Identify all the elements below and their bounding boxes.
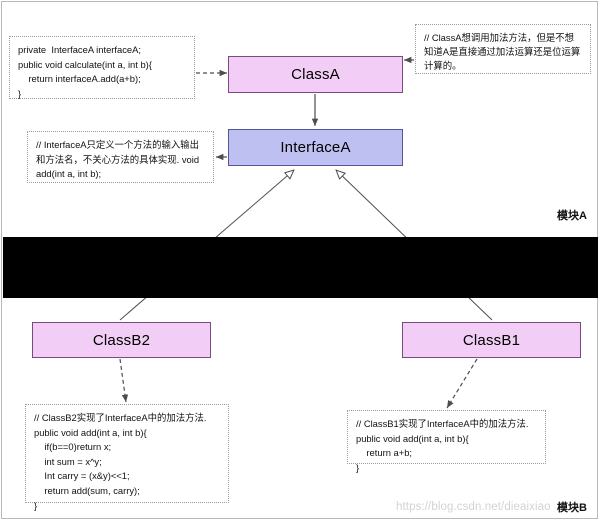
note-interfaceA-comment: // InterfaceA只定义一个方法的输入输出和方法名，不关心方法的具体实现…	[27, 131, 214, 183]
node-interfaceA-label: InterfaceA	[280, 139, 351, 156]
node-classB1-label: ClassB1	[462, 331, 521, 349]
note-classA-comment: // ClassA想调用加法方法，但是不想知道A是直接通过加法运算还是位运算计算…	[415, 24, 591, 74]
node-classB2-label: ClassB2	[92, 331, 151, 349]
node-classB1[interactable]: ClassB1	[402, 322, 581, 358]
note-classB2-code: // ClassB2实现了InterfaceA中的加法方法. public vo…	[25, 404, 229, 511]
dep-classB2-note	[119, 358, 129, 403]
node-classA[interactable]: ClassA	[228, 56, 403, 93]
module-separator-band	[3, 237, 598, 298]
node-classA-label: ClassA	[291, 66, 340, 83]
dep-classB1-note	[446, 358, 478, 409]
node-classB2[interactable]: ClassB2	[32, 322, 211, 358]
node-interfaceA[interactable]: InterfaceA	[228, 129, 403, 166]
note-classA-code: private InterfaceA interfaceA; public vo…	[9, 36, 195, 99]
module-a-label: 模块A	[557, 210, 587, 222]
note-classB1-code: // ClassB1实现了InterfaceA中的加法方法. public vo…	[347, 410, 546, 473]
csdn-watermark: https://blog.csdn.net/dieaixiao	[396, 501, 551, 513]
module-b-label: 模块B	[557, 502, 587, 514]
